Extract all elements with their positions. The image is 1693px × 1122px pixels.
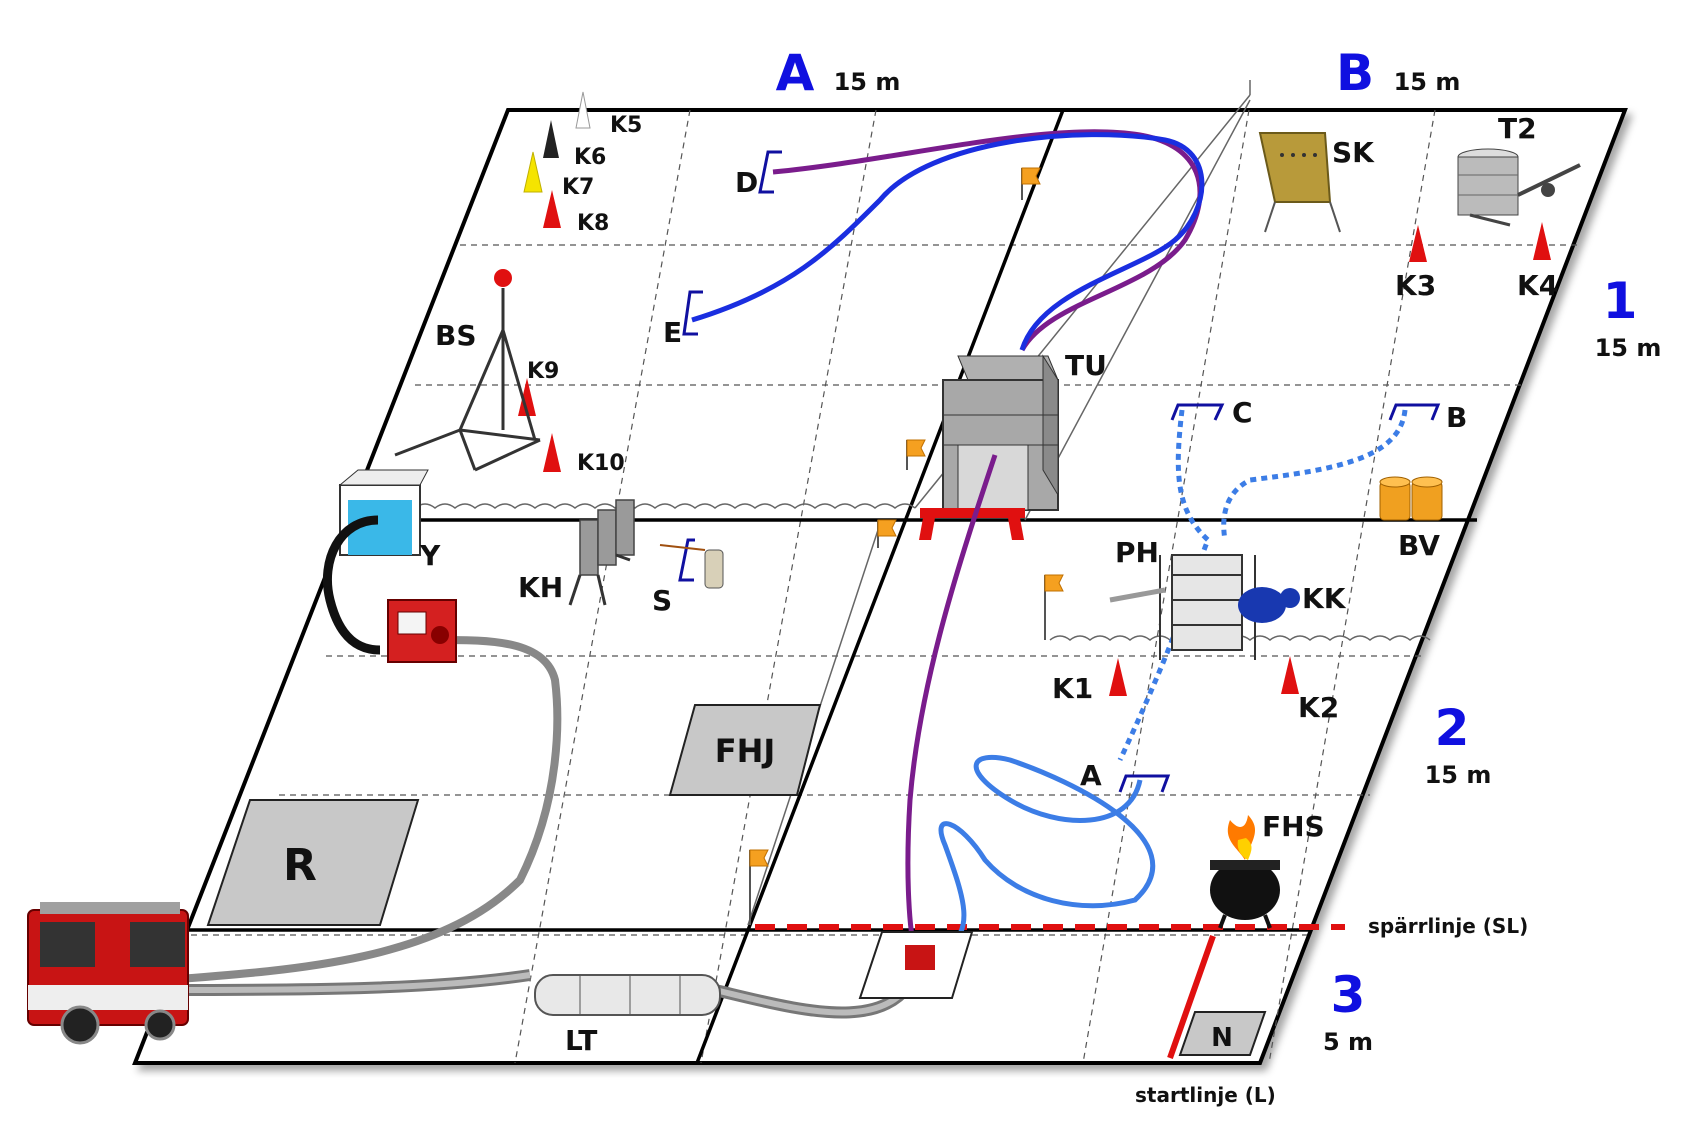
label-e: E: [663, 316, 682, 349]
label-y: Y: [419, 539, 441, 572]
hose-purple-d: [772, 129, 1203, 352]
row-1-depth: 15 m: [1595, 334, 1662, 362]
cone-k3-icon: [1409, 225, 1427, 262]
row-1-number: 1: [1603, 272, 1638, 330]
label-k7: K7: [562, 175, 594, 200]
barrier-line-label: spärrlinje (SL): [1368, 914, 1528, 938]
flag: [906, 439, 926, 470]
label-k8: K8: [577, 211, 609, 236]
cone-k4-icon: [1533, 222, 1551, 260]
flag: [749, 849, 769, 925]
extinguisher-icon: [659, 544, 724, 589]
zone-fhj: FHJ: [668, 704, 822, 796]
zone-r-label: R: [283, 840, 317, 891]
label-a: A: [1080, 759, 1102, 792]
column-b-width: 15 m: [1394, 68, 1461, 96]
column-a-width: 15 m: [834, 68, 901, 96]
column-b-letter: B: [1336, 44, 1374, 102]
cone-k2-icon: [1281, 656, 1299, 694]
zone-n: N: [1178, 1011, 1267, 1056]
label-k5: K5: [610, 113, 642, 138]
label-k2: K2: [1298, 691, 1339, 724]
label-bs: BS: [435, 319, 477, 352]
coupling-s-icon: [678, 538, 695, 582]
water-tank-y-icon: [322, 469, 429, 655]
coupling-e-icon: [682, 290, 703, 336]
fhs-firepot-icon: [1210, 815, 1280, 929]
label-ph: PH: [1115, 536, 1159, 569]
bs-stand-icon: [394, 269, 541, 472]
hose-light-a: [938, 754, 1155, 953]
ph-door-icon: [1109, 554, 1256, 660]
kk-dummy-icon: [1238, 587, 1300, 623]
start-line-label: startlinje (L): [1135, 1083, 1276, 1107]
label-b: B: [1446, 401, 1467, 434]
label-lt: LT: [565, 1024, 597, 1057]
label-c: C: [1232, 396, 1253, 429]
label-k9: K9: [527, 359, 559, 384]
label-d: D: [735, 166, 758, 199]
label-kh: KH: [518, 571, 563, 604]
label-k4: K4: [1517, 269, 1558, 302]
label-t2: T2: [1498, 112, 1537, 145]
bv-barrels-icon: [1379, 476, 1443, 521]
coupling-b-icon: [1388, 403, 1441, 421]
start-line: [1167, 935, 1216, 1059]
supply-hose-pump: [164, 636, 562, 984]
column-a-letter: A: [776, 44, 815, 102]
zone-n-label: N: [1211, 1023, 1233, 1053]
label-k6: K6: [574, 145, 606, 170]
cone-k10-icon: [543, 433, 561, 472]
label-kk: KK: [1302, 582, 1347, 615]
lt-equipment-icon: [534, 974, 721, 1016]
cone-k9-icon: [518, 378, 536, 416]
flag: [877, 519, 897, 548]
hose-dotted-c: [1117, 409, 1212, 762]
tunnel: [919, 354, 1059, 540]
coupling-c-icon: [1170, 403, 1225, 421]
row-2-depth: 15 m: [1425, 761, 1492, 789]
t2-trailer-icon: [1457, 148, 1581, 227]
flags: [749, 167, 1064, 925]
supply-hose-truck-inner: [164, 972, 531, 993]
zone-fhj-label: FHJ: [715, 732, 776, 770]
coupling-d-icon: [758, 150, 782, 194]
row-2-number: 2: [1435, 699, 1470, 757]
zone-r: R: [206, 799, 420, 926]
flag: [1044, 574, 1064, 640]
cone-k6-icon: [543, 120, 559, 158]
hydrant-platform: [858, 931, 974, 999]
sk-board-icon: [1258, 132, 1341, 233]
cone-k8-icon: [543, 190, 561, 228]
label-bv: BV: [1398, 529, 1440, 562]
label-k3: K3: [1395, 269, 1436, 302]
fire-truck-icon: [27, 902, 189, 1045]
label-s: S: [652, 584, 672, 617]
label-sk: SK: [1332, 136, 1375, 169]
cone-k5-icon: [575, 91, 591, 129]
cone-k1-icon: [1109, 658, 1127, 696]
pump-icon: [387, 599, 457, 663]
hose-purple-main: [905, 454, 998, 951]
row-3-number: 3: [1331, 966, 1366, 1024]
label-k10: K10: [577, 451, 625, 476]
label-tu: TU: [1065, 349, 1107, 382]
coupling-a-icon: [1118, 774, 1171, 793]
label-fhs: FHS: [1262, 810, 1325, 843]
kh-stand-icon: [568, 499, 635, 606]
hose-blue-e: [691, 132, 1205, 351]
label-k1: K1: [1052, 672, 1093, 705]
cone-k7-icon: [523, 151, 543, 193]
row-3-depth: 5 m: [1323, 1028, 1373, 1056]
cones: [518, 91, 1551, 696]
flag: [1021, 167, 1041, 200]
hose-dotted-b: [1221, 409, 1408, 541]
